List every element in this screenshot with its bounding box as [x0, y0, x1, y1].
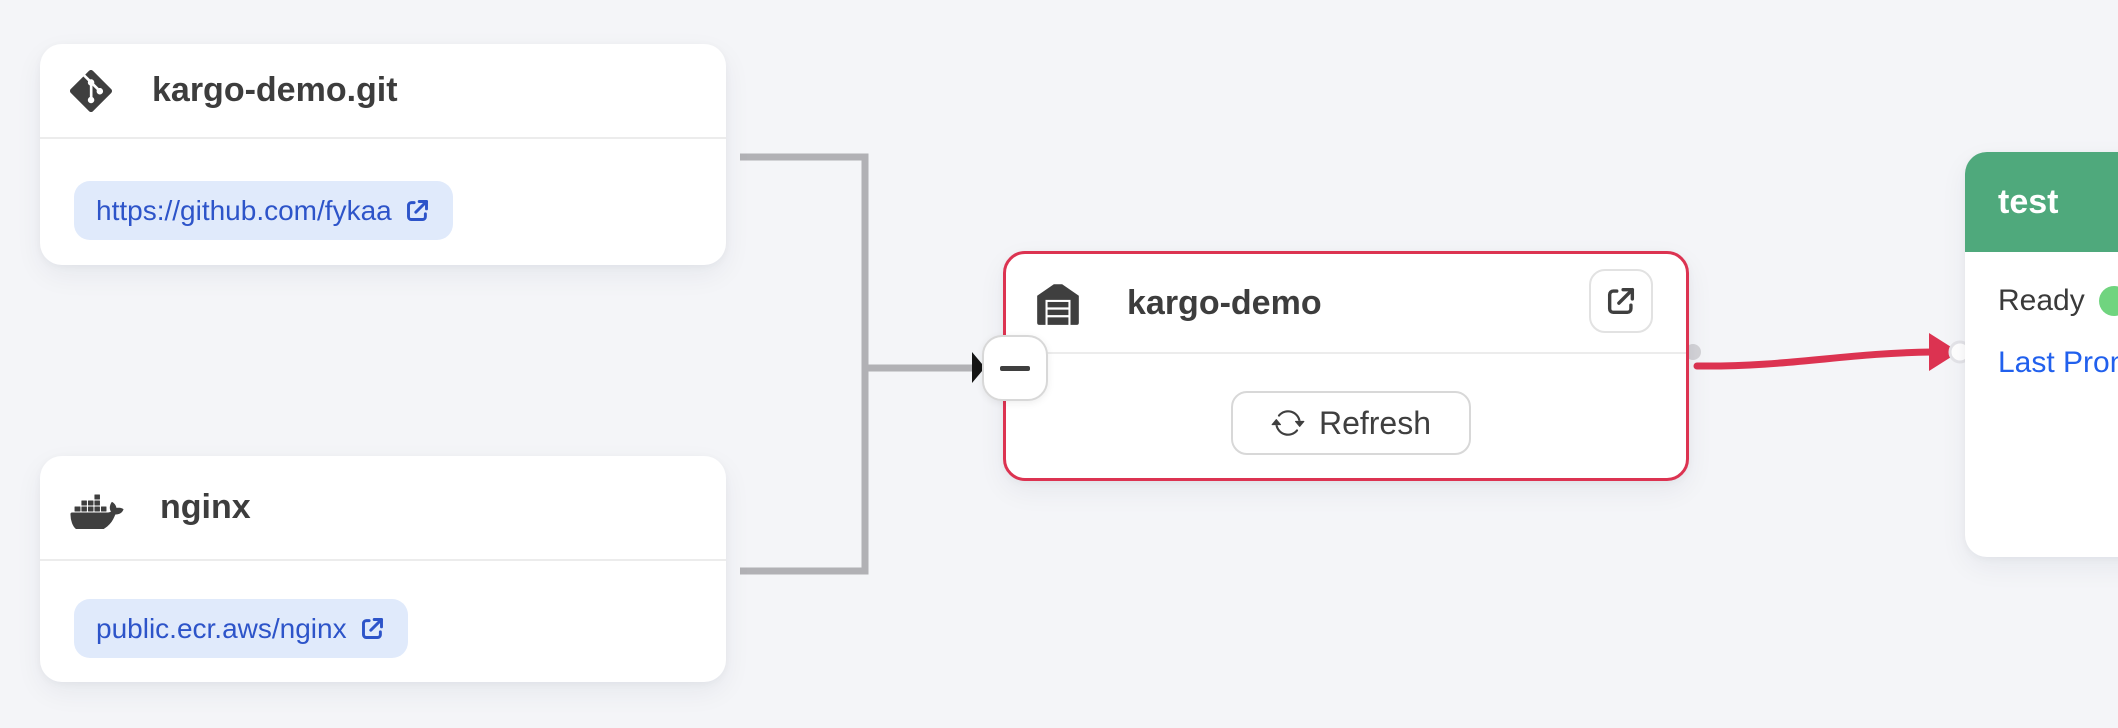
promotion-edge: [1693, 348, 1936, 370]
image-repo-title: nginx: [160, 488, 251, 526]
refresh-label: Refresh: [1318, 404, 1432, 441]
image-repo-header: nginx: [40, 456, 726, 561]
external-link-icon: [361, 618, 383, 639]
minus-icon: [1000, 365, 1030, 371]
docker-icon: [70, 493, 124, 529]
promotion-arrowhead-icon: [1929, 333, 1959, 371]
warehouse-node[interactable]: kargo-demo Refresh: [1003, 251, 1689, 481]
image-repo-link[interactable]: public.ecr.aws/nginx: [74, 599, 408, 658]
stage-body: Ready Last Promo: [1965, 252, 2118, 380]
warehouse-title: kargo-demo: [1127, 283, 1322, 322]
git-repo-url: https://github.com/fykaa: [96, 194, 392, 226]
warehouse-header: kargo-demo: [1006, 254, 1686, 354]
warehouse-output-handle: [1685, 344, 1701, 360]
refresh-button[interactable]: Refresh: [1231, 391, 1471, 455]
edge-arrowhead-icon: [972, 352, 985, 383]
image-repo-node: nginx public.ecr.aws/nginx: [40, 456, 726, 682]
warehouse-icon: [1037, 284, 1079, 325]
external-link-icon: [1607, 287, 1635, 315]
last-promotion-link[interactable]: Last Promo: [1998, 346, 2118, 379]
stage-header: test: [1965, 152, 2118, 252]
status-dot-icon: [2098, 286, 2118, 316]
stage-title: test: [1998, 182, 2059, 221]
warehouse-open-button[interactable]: [1589, 269, 1653, 333]
image-repo-url: public.ecr.aws/nginx: [96, 612, 347, 644]
stage-status-row: Ready: [1998, 284, 2118, 318]
stage-status-label: Ready: [1998, 284, 2085, 317]
git-repo-header: kargo-demo.git: [40, 44, 726, 139]
refresh-icon: [1271, 410, 1305, 436]
collapse-subscriptions-button[interactable]: [982, 335, 1048, 401]
git-icon: [70, 69, 112, 112]
external-link-icon: [406, 200, 428, 221]
git-repo-title: kargo-demo.git: [152, 71, 398, 109]
git-repo-link[interactable]: https://github.com/fykaa: [74, 181, 453, 240]
freight-edge-lines: [740, 153, 869, 575]
git-repo-node: kargo-demo.git https://github.com/fykaa: [40, 44, 726, 265]
stage-node-test[interactable]: test Ready Last Promo: [1965, 152, 2118, 557]
